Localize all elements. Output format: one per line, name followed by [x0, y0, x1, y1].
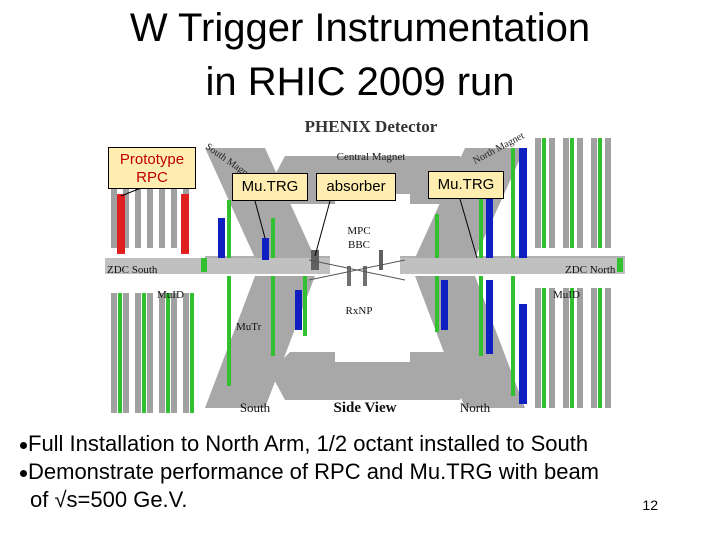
label-mpc: MPC — [347, 225, 370, 237]
mutr-north-st5 — [435, 214, 439, 258]
label-muid-right: MuID — [553, 289, 580, 301]
bullet-item-2-continued: of √s=500 Ge.V. — [30, 487, 188, 512]
callout-prototype-rpc: Prototype RPC — [108, 147, 196, 189]
bullet-list: Full Installation to North Arm, 1/2 octa… — [20, 430, 710, 514]
slide-title-line-2: in RHIC 2009 run — [205, 60, 515, 104]
mutrg-north-4 — [486, 280, 493, 354]
mutr-north-st3 — [479, 178, 483, 258]
bullet-dot-icon — [20, 469, 27, 477]
mutrg-north-3 — [486, 180, 493, 258]
south-magnet-lower — [205, 276, 315, 408]
leader-mutrg-left — [254, 200, 266, 239]
mutr-south-st2 — [271, 218, 275, 258]
label-zdc-north: ZDC North — [565, 264, 616, 276]
label-north: North — [460, 400, 491, 415]
mpc-north — [379, 250, 383, 270]
callout-mutrg-left: Mu.TRG — [232, 173, 308, 201]
rpc-prototype-2 — [181, 194, 189, 254]
mutrg-south-3 — [295, 290, 302, 330]
mutr-north-st2 — [511, 276, 515, 396]
leader-mutrg-right — [459, 198, 478, 259]
slide-title-line-1: W Trigger Instrumentation — [129, 6, 591, 50]
callout-absorber: absorber — [316, 173, 396, 201]
label-mutr: MuTr — [236, 321, 262, 333]
label-south: South — [240, 400, 271, 415]
mutr-south-st3 — [227, 276, 231, 386]
diagram-heading: PHENIX Detector — [305, 117, 438, 136]
mutr-south-st1 — [227, 200, 231, 258]
central-magnet-lower — [270, 352, 475, 400]
bbc-north — [363, 266, 367, 286]
mpc-south — [311, 250, 319, 270]
mutr-south-st4 — [271, 276, 275, 356]
mutrg-north-2 — [519, 304, 527, 404]
mutrg-north-1 — [519, 148, 527, 258]
bullet-dot-icon — [20, 441, 27, 449]
mutrg-north-5 — [441, 280, 448, 330]
mutr-north-st1 — [511, 148, 515, 258]
bullet-item-1: Full Installation to North Arm, 1/2 octa… — [20, 430, 710, 458]
callout-mutrg-right: Mu.TRG — [428, 171, 504, 199]
mutr-north-st6 — [435, 276, 439, 332]
leader-rpc — [120, 187, 142, 197]
label-side-view: Side View — [334, 400, 397, 416]
bbc-south — [347, 266, 351, 286]
label-rxnp: RxNP — [346, 305, 373, 317]
page-number: 12 — [642, 497, 658, 513]
zdc-south-marker — [201, 258, 207, 272]
leader-absorber — [314, 200, 331, 257]
mutr-north-st4 — [479, 276, 483, 356]
label-bbc: BBC — [348, 239, 370, 251]
label-zdc-south: ZDC South — [107, 264, 158, 276]
zdc-north-marker — [617, 258, 623, 272]
label-muid-left: MuID — [157, 289, 184, 301]
rpc-prototype-1 — [117, 194, 125, 254]
label-central-magnet: Central Magnet — [337, 151, 406, 163]
bullet-item-2: Demonstrate performance of RPC and Mu.TR… — [20, 458, 710, 486]
mutrg-south-2 — [262, 238, 269, 260]
mutr-south-st5 — [303, 276, 307, 336]
muid-north-stack — [535, 138, 611, 408]
mutrg-south-1 — [218, 218, 225, 258]
